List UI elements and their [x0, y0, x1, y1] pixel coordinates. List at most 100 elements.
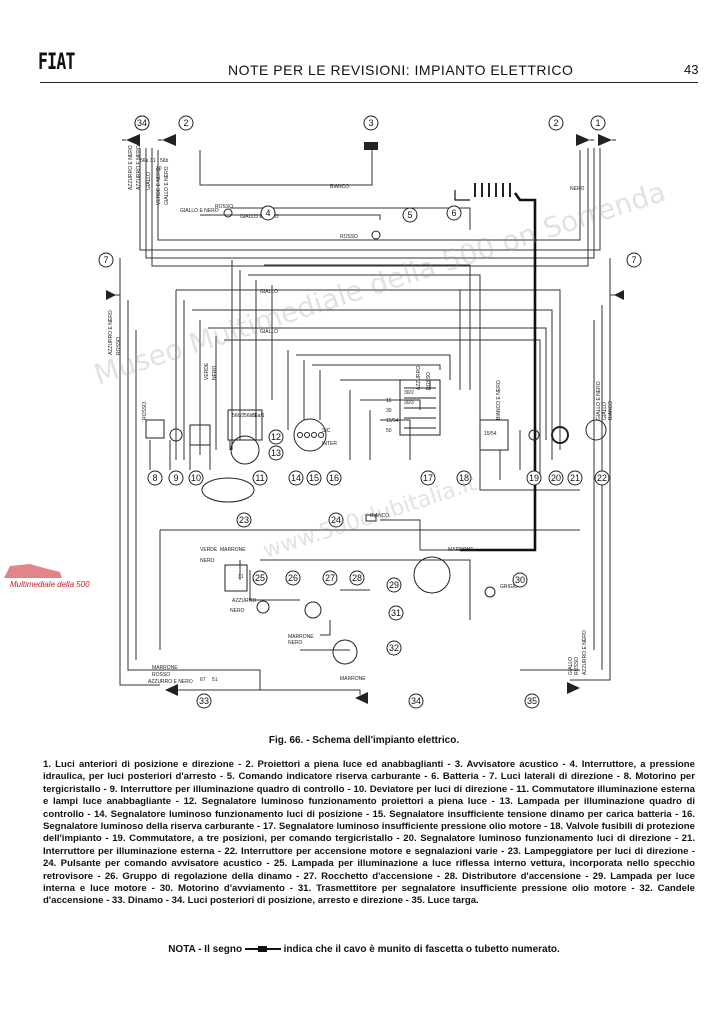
horn-symbol	[364, 142, 378, 150]
callout-3: 3	[363, 115, 379, 131]
figure-caption: Fig. 66. - Schema dell'impianto elettric…	[268, 735, 460, 746]
wire-34	[312, 364, 441, 370]
callout-circle	[567, 470, 583, 486]
terminal-label: 51	[212, 677, 218, 683]
terminal-label: 15/54	[484, 431, 497, 437]
callout-8: 8	[147, 470, 163, 486]
callout-number: 18	[459, 473, 469, 483]
callout-circle	[512, 572, 528, 588]
wire-label: NERO	[570, 186, 585, 192]
wire-label: MARRONE	[448, 547, 474, 553]
wire-32	[296, 354, 451, 380]
wire-label: ROSSO	[142, 402, 148, 420]
terminal-label: SIC	[322, 428, 331, 434]
callout-circle	[260, 205, 276, 221]
callout-number: 16	[329, 473, 339, 483]
instrument-cluster	[293, 418, 327, 452]
warning-lamp	[297, 432, 303, 438]
wire-label: BIANCO E NERO	[496, 380, 502, 420]
callout-circle	[386, 640, 402, 656]
wire-41	[479, 440, 580, 491]
front-lamp-right	[598, 134, 616, 146]
watermark-logo: Multimediale della 500	[0, 560, 100, 594]
wire-1	[139, 148, 601, 251]
callout-number: 2	[553, 118, 558, 128]
warning-lamp	[311, 432, 317, 438]
wire-30	[280, 289, 461, 390]
front-lamp-left	[122, 134, 140, 146]
callout-circle	[196, 693, 212, 709]
callout-number: 15	[309, 473, 319, 483]
wire-10	[119, 295, 160, 686]
wire-label: GIALLO	[260, 329, 278, 335]
numbered-cable-symbol	[244, 946, 281, 953]
callout-circle	[306, 470, 322, 486]
wire-label: MARRONE	[288, 634, 314, 640]
callout-29: 29	[386, 577, 402, 593]
callout-2: 2	[548, 115, 564, 131]
wire-label: AZZURRO E NERO	[136, 145, 142, 190]
wire-49	[260, 559, 471, 620]
terminal-label: 67	[200, 677, 206, 683]
callout-5: 5	[402, 207, 418, 223]
terminal-label: 30	[386, 408, 392, 414]
callout-circle	[524, 693, 540, 709]
callout-25: 25	[252, 570, 268, 586]
callout-circle	[590, 115, 606, 131]
callout-number: 22	[597, 473, 607, 483]
fiat-logo: FIAT	[38, 50, 75, 75]
wire-55	[380, 519, 421, 550]
callout-21: 21	[567, 470, 583, 486]
wire-label: GIALLO	[602, 402, 608, 420]
callout-number: 17	[423, 473, 433, 483]
callout-number: 3	[368, 118, 373, 128]
callout-circle	[98, 252, 114, 268]
wire-3	[151, 148, 589, 267]
battery-cable	[454, 190, 537, 552]
terminal-label: 56a/1	[252, 413, 265, 419]
wire-label: ROSSO	[215, 204, 233, 210]
callout-number: 12	[271, 432, 281, 442]
terminal-label: 56b	[160, 158, 169, 164]
header-rule	[40, 82, 698, 83]
wire-label: AZZURRO E NERO	[128, 145, 134, 190]
callout-33: 33	[196, 693, 212, 709]
callout-number: 25	[255, 573, 265, 583]
wire-21	[208, 327, 547, 440]
terminal-label: 50	[386, 428, 392, 434]
wire-19	[192, 309, 553, 460]
note-prefix: NOTA - Il segno	[168, 944, 243, 955]
callout-14: 14	[288, 470, 304, 486]
plate-lamp-symbol	[355, 692, 368, 704]
callout-35: 35	[524, 693, 540, 709]
callout-15: 15	[306, 470, 322, 486]
callout-number: 13	[271, 448, 281, 458]
callout-13: 13	[268, 445, 284, 461]
callout-number: 26	[288, 573, 298, 583]
callout-number: 20	[551, 473, 561, 483]
wire-label: BIANCO	[330, 184, 349, 190]
warning-lamp	[304, 432, 310, 438]
callout-19: 19	[526, 470, 542, 486]
callout-circle	[363, 115, 379, 131]
brake-switch-symbol	[223, 208, 233, 218]
callout-23: 23	[236, 512, 252, 528]
headlamp-left	[158, 134, 176, 146]
callout-number: 7	[631, 255, 636, 265]
flasher-symbol	[585, 419, 607, 441]
battery-cell	[481, 183, 483, 197]
callout-number: 4	[265, 208, 270, 218]
dash-light-switch-symbol	[169, 428, 183, 442]
starter-motor-symbol	[413, 556, 451, 594]
wire-label: VERDE	[200, 547, 218, 553]
wire-label: AZZURRO E NERO	[108, 310, 114, 355]
wire-label: GIALLO E NERO	[596, 381, 602, 420]
wire-label: BIANCO	[370, 513, 389, 519]
callout-circle	[386, 577, 402, 593]
callout-circle	[328, 512, 344, 528]
wire-label: AZZURRO E NERO	[582, 630, 588, 675]
wire-label: NERO	[288, 640, 303, 646]
callout-number: 24	[331, 515, 341, 525]
terminal-label: 31	[150, 158, 156, 164]
